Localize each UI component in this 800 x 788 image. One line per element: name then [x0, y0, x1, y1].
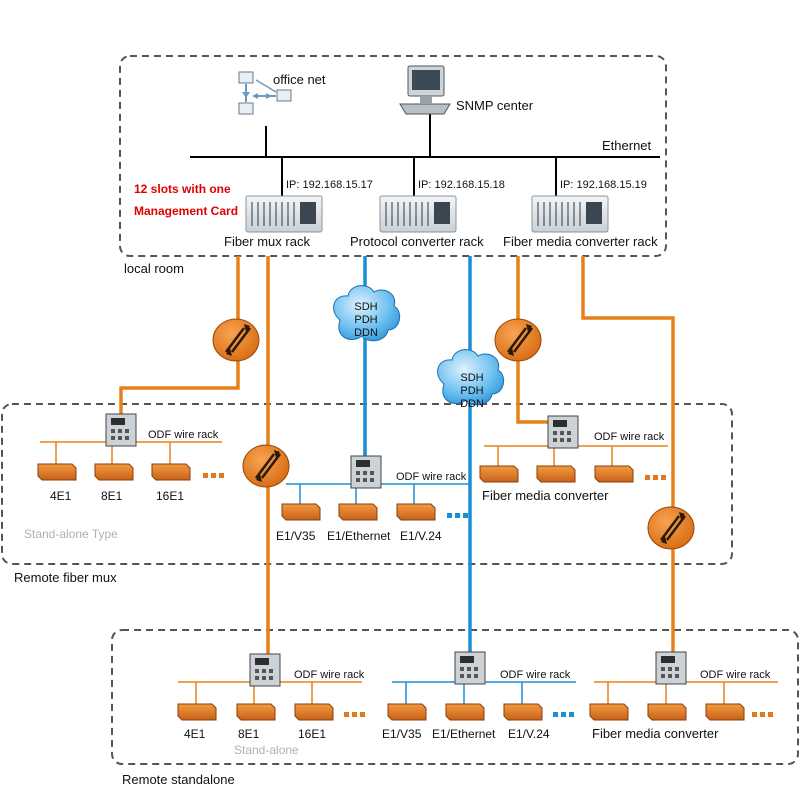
media-label-rs: Fiber media converter	[592, 726, 719, 741]
ip-label-3: IP: 192.168.15.19	[560, 179, 647, 191]
odf-wire-rack-icon-rs-2	[454, 651, 486, 685]
media-label-rfm: Fiber media converter	[482, 488, 609, 503]
protocol-device-label-rs-2: E1/Ethernet	[432, 727, 496, 741]
cloud-2-line-3: DDN	[460, 398, 484, 410]
fiber-media-converter-rack-icon	[531, 195, 609, 233]
device-box-e1v35-rfm	[281, 503, 321, 521]
protocol-device-label-rfm-3: E1/V.24	[400, 529, 442, 543]
sdh-cloud-icon-1	[333, 285, 401, 342]
snmp-center-label: SNMP center	[456, 98, 534, 113]
odf-label-rs-3: ODF wire rack	[700, 669, 771, 681]
mux-device-label-rs-2: 8E1	[238, 727, 260, 741]
cloud-2-line-1: SDH	[460, 372, 483, 384]
fiber-mux-rack-label: Fiber mux rack	[224, 234, 310, 249]
odf-wire-rack-icon-rs-1	[249, 653, 281, 687]
protocol-converter-rack-icon	[379, 195, 457, 233]
more-dots-icon-rs-3	[752, 712, 773, 717]
ip-label-2: IP: 192.168.15.18	[418, 179, 505, 191]
device-box-media-2-rfm	[536, 465, 576, 483]
device-box-media-2-rs	[647, 703, 687, 721]
remote-fiber-mux-zone	[1, 403, 733, 565]
device-box-4e1-rs	[177, 703, 217, 721]
device-box-e1ethernet-rfm	[338, 503, 378, 521]
fiber-link-3	[516, 256, 560, 424]
fiber-transceiver-icon-3	[494, 318, 542, 362]
odf-label-rs-1: ODF wire rack	[294, 669, 365, 681]
device-box-16e1-rfm	[151, 463, 191, 481]
protocol-device-label-rs-1: E1/V35	[382, 727, 422, 741]
device-box-e1ethernet-rs	[445, 703, 485, 721]
device-box-media-1-rs	[589, 703, 629, 721]
mux-device-label-rs-1: 4E1	[184, 727, 206, 741]
mux-device-label-rfm-3: 16E1	[156, 489, 184, 503]
protocol-device-label-rfm-2: E1/Ethernet	[327, 529, 391, 543]
odf-label-rfm-3: ODF wire rack	[594, 431, 665, 443]
local-room-zone	[119, 55, 667, 257]
ethernet-label: Ethernet	[602, 138, 652, 153]
slots-note-line1: 12 slots with one	[134, 182, 231, 196]
cloud-1-line-2: PDH	[354, 314, 377, 326]
remote-standalone-zone	[111, 629, 799, 765]
more-dots-icon-rs-2	[553, 712, 574, 717]
odf-wire-rack-icon-rfm-3	[547, 415, 579, 449]
protocol-device-label-rfm-1: E1/V35	[276, 529, 316, 543]
odf-label-rs-2: ODF wire rack	[500, 669, 571, 681]
local-room-label: local room	[124, 261, 184, 276]
mux-device-label-rs-3: 16E1	[298, 727, 326, 741]
cloud-1-line-3: DDN	[354, 327, 378, 339]
protocol-device-label-rs-3: E1/V.24	[508, 727, 550, 741]
device-box-4e1-rfm	[37, 463, 77, 481]
protocol-converter-rack-label: Protocol converter rack	[350, 234, 484, 249]
office-net-icon	[238, 71, 292, 115]
more-dots-icon-rfm-2	[447, 513, 468, 518]
snmp-computer-icon	[399, 65, 451, 115]
more-dots-icon-rs-1	[344, 712, 365, 717]
slots-note-line2: Management Card	[134, 204, 238, 218]
device-box-media-1-rfm	[479, 465, 519, 483]
odf-label-rfm-1: ODF wire rack	[148, 429, 219, 441]
ip-label-1: IP: 192.168.15.17	[286, 179, 373, 191]
stand-alone-type-label: Stand-alone Type	[24, 527, 118, 541]
fiber-mux-rack-icon	[245, 195, 323, 233]
device-box-e1v24-rs	[503, 703, 543, 721]
device-box-8e1-rs	[236, 703, 276, 721]
fiber-media-converter-rack-label: Fiber media converter rack	[503, 234, 658, 249]
cloud-1-line-1: SDH	[354, 301, 377, 313]
odf-wire-rack-icon-rs-3	[655, 651, 687, 685]
device-box-media-3-rs	[705, 703, 745, 721]
stand-alone-label: Stand-alone	[234, 743, 299, 757]
odf-label-rfm-2: ODF wire rack	[396, 471, 467, 483]
device-box-e1v24-rfm	[396, 503, 436, 521]
more-dots-icon-rfm-1	[203, 473, 224, 478]
remote-standalone-label: Remote standalone	[122, 772, 235, 787]
odf-wire-rack-icon-rfm-1	[105, 413, 137, 447]
fiber-link-4	[581, 256, 675, 656]
office-net-label: office net	[273, 72, 326, 87]
mux-device-label-rfm-2: 8E1	[101, 489, 123, 503]
more-dots-icon-rfm-3	[645, 475, 666, 480]
odf-wire-rack-icon-rfm-2	[350, 455, 382, 489]
device-box-16e1-rs	[294, 703, 334, 721]
device-box-8e1-rfm	[94, 463, 134, 481]
fiber-transceiver-icon-1	[212, 318, 260, 362]
device-box-e1v35-rs	[387, 703, 427, 721]
device-box-media-3-rfm	[594, 465, 634, 483]
sdh-cloud-icon-2	[437, 349, 505, 406]
mux-device-label-rfm-1: 4E1	[50, 489, 72, 503]
cloud-2-line-2: PDH	[460, 385, 483, 397]
fiber-transceiver-icon-2	[242, 444, 290, 488]
fiber-transceiver-icon-4	[647, 506, 695, 550]
remote-fiber-mux-label: Remote fiber mux	[14, 570, 117, 585]
